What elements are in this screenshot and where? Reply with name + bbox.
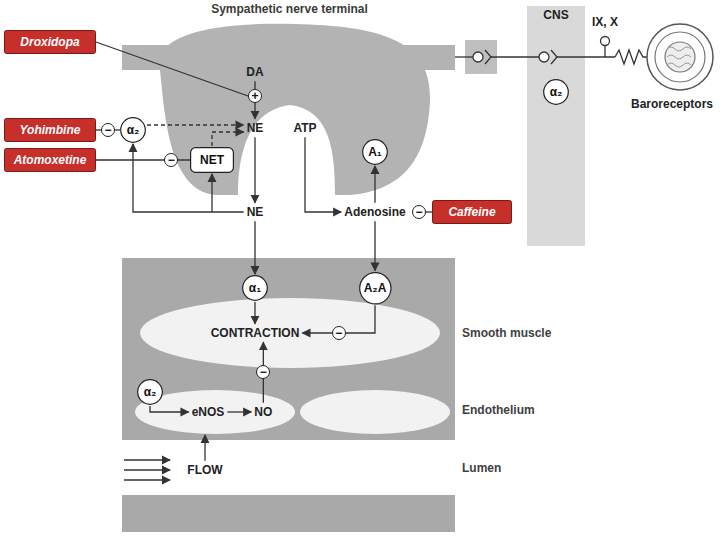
drug-box: Atomoxetine — [4, 148, 96, 172]
node-text: Atomoxetine — [14, 153, 87, 167]
node-text: A₂A — [364, 281, 387, 295]
molecule-label: ATP — [293, 121, 316, 135]
smooth-muscle-cell: CONTRACTION — [140, 298, 440, 368]
endothelial-cell: eNOSNOα₂ — [135, 390, 295, 434]
node-text: α₂ — [144, 385, 157, 399]
cns-box: CNS α₂ — [527, 6, 585, 246]
receptor-outline — [544, 80, 569, 105]
drug-box: Caffeine — [432, 200, 512, 224]
vessel-wall — [122, 495, 455, 532]
receptor-circle: A₂A — [359, 272, 392, 305]
layer-label: Lumen — [462, 461, 501, 475]
receptor-label: Baroreceptors — [631, 97, 713, 111]
node-text: Yohimbine — [20, 123, 81, 137]
nerve-label: IX, X — [592, 15, 618, 29]
node-text: Sympathetic nerve terminal — [211, 2, 368, 16]
cns-fill — [527, 6, 585, 246]
drug-box-fill — [5, 149, 96, 172]
nerve-branch — [604, 46, 605, 57]
drug-box: Droxidopa — [4, 30, 96, 54]
pathway-arrow — [204, 435, 205, 461]
nerve-terminal: Sympathetic nerve terminalNET A₁ — [122, 0, 457, 200]
ganglion-symbol — [601, 37, 610, 46]
node-text: CNS — [543, 8, 568, 22]
synapse-symbol — [473, 52, 483, 62]
molecule-label: Adenosine — [344, 205, 405, 219]
node-text: CONTRACTION — [211, 326, 300, 340]
receptor-outline — [243, 276, 268, 301]
baroreceptor-figure — [647, 24, 713, 90]
receptor-outline — [359, 272, 390, 303]
terminal-body — [159, 24, 430, 195]
receptor-outline — [363, 140, 388, 165]
node-text: Caffeine — [448, 205, 495, 219]
receptor-ending — [615, 50, 647, 64]
receptor-circle: α₂ — [137, 379, 163, 405]
inhibit-sign: − — [101, 123, 115, 137]
node-outline — [122, 0, 457, 200]
stimulate-sign: + — [248, 89, 262, 103]
transporter-box: NET — [190, 147, 234, 173]
node-text: α₁ — [249, 281, 261, 295]
drug-box-fill — [5, 31, 96, 54]
receptor-circle: A₁ — [362, 139, 388, 165]
molecule-label: NE — [247, 121, 264, 135]
inhibit-sign: − — [332, 326, 346, 340]
inhibit-sign: − — [412, 205, 426, 219]
node-text: α₂ — [127, 123, 140, 137]
layer-label: Smooth muscle — [462, 326, 551, 340]
node-text: Droxidopa — [20, 35, 79, 49]
vessel-wall — [122, 258, 455, 440]
flow-arrows — [124, 460, 170, 480]
drug-box: Yohimbine — [4, 118, 96, 142]
drug-box-fill — [433, 201, 512, 224]
receptor-circle: α₁ — [242, 275, 268, 301]
flow-label: FLOW — [187, 463, 222, 477]
receptor-circle: α₂ — [543, 79, 569, 105]
inhibit-sign: − — [164, 153, 178, 167]
cell-fill — [140, 298, 440, 368]
ganglion-box — [465, 40, 497, 74]
molecule-label: NE — [247, 205, 264, 219]
pathway-arrow — [374, 221, 375, 270]
node-text: NO — [254, 405, 272, 419]
receptor-circle: α₂ — [120, 117, 146, 143]
endothelial-cell — [300, 390, 450, 434]
inhibit-sign: − — [256, 365, 270, 379]
pathway-arrow — [254, 137, 255, 203]
receptor-outline — [138, 380, 163, 405]
molecule-label: DA — [246, 65, 263, 79]
drug-box-fill — [5, 119, 96, 142]
node-text: α₂ — [550, 85, 563, 99]
node-text: A₁ — [368, 145, 382, 159]
pathway-arrow — [254, 221, 255, 274]
node-text: NET — [200, 153, 224, 167]
receptor-outline — [121, 118, 146, 143]
layer-label: Endothelium — [462, 403, 535, 417]
node-outline — [527, 6, 585, 246]
synapse-symbol — [485, 50, 491, 64]
nerve-fiber — [455, 56, 473, 57]
node-text: eNOS — [192, 405, 225, 419]
transporter-outline — [191, 148, 234, 173]
